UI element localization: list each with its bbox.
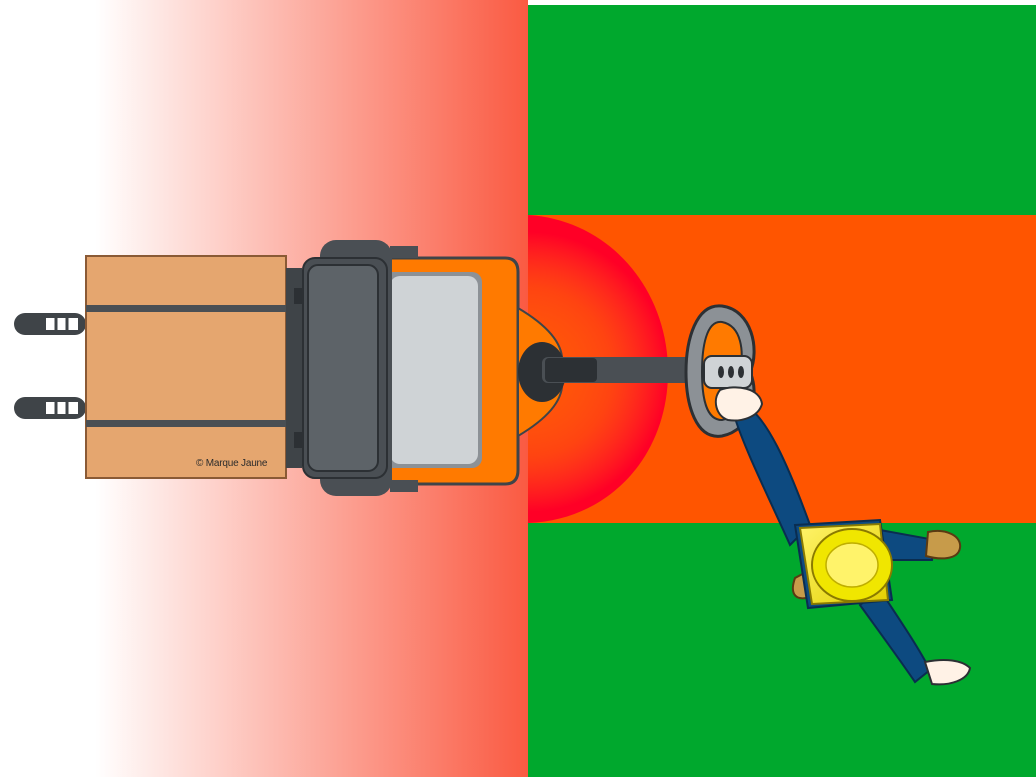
pallet-load [86,256,286,478]
safe-zone-top [528,5,1036,215]
fork-tip-lower [14,397,86,419]
safe-zone-bottom [528,523,1036,777]
fork-tip-upper [14,313,86,335]
copyright-notice: © Marque Jaune [196,458,267,469]
